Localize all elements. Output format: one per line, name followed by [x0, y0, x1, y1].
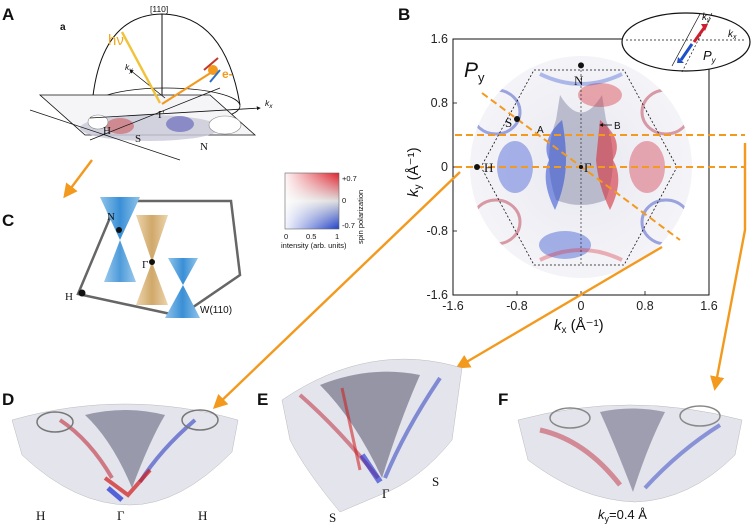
- colorbar-bottom-value: -0.7: [342, 221, 355, 230]
- colorbar-xtick-2: 1: [335, 232, 339, 241]
- a-ky-label: ky: [125, 62, 133, 74]
- d-point-h-right: H: [198, 508, 207, 523]
- panel-e-label: E: [257, 390, 268, 409]
- y-axis-label: ky (Å⁻¹): [405, 147, 424, 197]
- electron-icon: [208, 65, 218, 75]
- arrow-a-to-c: [63, 159, 93, 199]
- b-point-h: H: [484, 160, 493, 175]
- a-point-s: S: [135, 133, 141, 145]
- colorbar-y-label: spin polarization: [356, 190, 365, 244]
- f-ky-label: ky=0.4 Å: [598, 507, 647, 524]
- colorbar-xtick-1: 0.5: [306, 232, 316, 241]
- b-point-s: S: [505, 115, 512, 130]
- spin-up-icon: [203, 57, 219, 71]
- y-tick-4: -1.6: [426, 288, 448, 302]
- d-point-h-left: H: [36, 508, 45, 523]
- a-kx-label: kx: [265, 98, 273, 110]
- cone-s: [168, 258, 198, 285]
- arrow-b-to-d: [212, 171, 461, 409]
- panel-a-label: A: [2, 5, 14, 24]
- inset-kx: kx: [728, 29, 737, 41]
- spin-up-arrow-icon: [692, 27, 706, 43]
- photon-beam: [120, 31, 162, 104]
- direction-label: [110]: [150, 4, 168, 14]
- electron-label: e-: [222, 67, 233, 81]
- panel-c: C N Γ H W(110): [2, 197, 242, 318]
- symmetry-point-marker: [578, 62, 584, 69]
- panel-a: A a [110] ky kx hν e- Γ H S N: [2, 4, 273, 199]
- e-point-gamma: Γ: [382, 486, 390, 501]
- surface-label: W(110): [200, 305, 232, 316]
- spin-down-icon: [209, 69, 221, 83]
- a-point-gamma: Γ: [158, 109, 164, 121]
- colorbar-xtick-0: 0: [284, 232, 288, 241]
- panel-b: B -1.6 -0.8 0 0.8 1.6 1.6: [398, 5, 751, 336]
- polarization-label: Py: [464, 59, 485, 85]
- panel-d: D H Γ H: [2, 390, 239, 523]
- panel-d-label: D: [2, 390, 14, 409]
- photon-label: hν: [108, 32, 124, 49]
- cone-n: [100, 197, 140, 240]
- c-point-h: H: [65, 291, 73, 303]
- brillouin-zone: [76, 199, 242, 318]
- panel-f-label: F: [498, 390, 508, 409]
- b-point-n: N: [574, 73, 584, 88]
- spin-down-arrow-icon: [679, 43, 694, 61]
- electron-beam: [161, 71, 213, 105]
- panel-a-sublabel: a: [60, 22, 66, 33]
- d-point-gamma: Γ: [117, 508, 125, 523]
- x-tick-2: 0: [578, 299, 585, 313]
- symmetry-point-marker: [474, 164, 480, 170]
- e-point-s-left: S: [329, 510, 336, 525]
- cone-gamma: [136, 215, 168, 262]
- x-axis-label: kx (Å⁻¹): [554, 317, 604, 336]
- c-point-gamma: Γ: [142, 259, 148, 271]
- colorbar-top-value: +0.7: [342, 174, 357, 183]
- symmetry-point-marker: [514, 116, 520, 122]
- colorbar-mid-value: 0: [342, 196, 346, 205]
- a-point-h: H: [103, 125, 111, 137]
- x-tick-0: -1.6: [442, 299, 464, 313]
- e-point-s-right: S: [432, 474, 439, 489]
- a-point-n: N: [200, 141, 208, 153]
- inset-p: Py: [703, 48, 717, 65]
- c-point-n: N: [107, 211, 115, 223]
- map-points: [474, 62, 584, 170]
- cut-label-b: B: [614, 121, 621, 132]
- x-tick-1: -0.8: [506, 299, 528, 313]
- colorbar: +0.7 0 -0.7 0 0.5 1 intensity (arb. unit…: [281, 172, 365, 250]
- y-tick-3: -0.8: [426, 224, 448, 238]
- arrow-b-to-f: [710, 143, 747, 391]
- cut-label-a: A: [537, 125, 544, 136]
- symmetry-point-marker: [579, 165, 583, 169]
- panel-e: E S Γ S: [257, 358, 463, 525]
- panel-f: F ky=0.4 Å: [498, 390, 743, 524]
- y-tick-1: 0.8: [431, 96, 448, 110]
- arrow-b-to-e: [455, 245, 663, 369]
- polarization-inset: ky kx Py: [621, 12, 751, 73]
- panel-c-label: C: [2, 211, 14, 230]
- x-tick-3: 0.8: [636, 299, 653, 313]
- panel-b-label: B: [398, 5, 410, 24]
- connector-arrows: [212, 143, 747, 409]
- x-tick-4: 1.6: [700, 299, 717, 313]
- y-tick-0: 1.6: [431, 32, 448, 46]
- inset-ky: ky: [702, 12, 711, 24]
- hemisphere-arc: [91, 13, 241, 106]
- colorbar-x-label: intensity (arb. units): [281, 241, 347, 250]
- y-tick-2: 0: [441, 160, 448, 174]
- b-point-gamma: Γ: [584, 160, 592, 175]
